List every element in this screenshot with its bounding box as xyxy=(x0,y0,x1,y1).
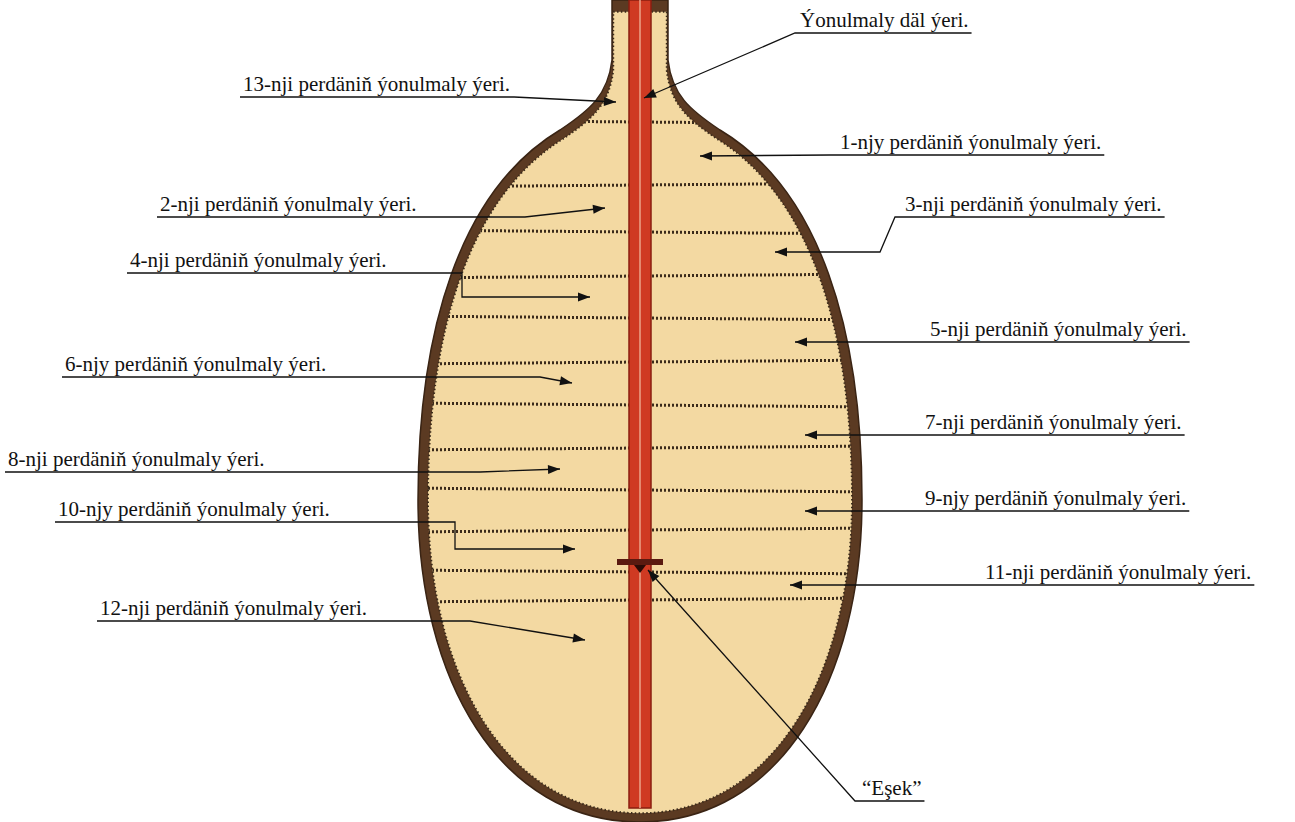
part-label: 13-nji perdäniň ýonulmaly ýeri. xyxy=(243,72,510,96)
arrow-head xyxy=(700,151,712,160)
leader-line xyxy=(700,155,1104,156)
arrow-head xyxy=(559,376,572,385)
leader-line xyxy=(805,434,1185,435)
arrow-head xyxy=(805,431,817,440)
part-label: 10-njy perdäniň ýonulmaly ýeri. xyxy=(58,497,330,521)
leader-line xyxy=(97,621,585,640)
arrow-head xyxy=(563,545,575,554)
leader-line xyxy=(127,273,590,297)
part-label: 11-nji perdäniň ýonulmaly ýeri. xyxy=(985,560,1251,584)
leader-line xyxy=(62,377,572,383)
leader-line xyxy=(648,570,924,801)
part-label: 2-nji perdäniň ýonulmaly ýeri. xyxy=(160,192,417,216)
leader-line xyxy=(795,341,1190,342)
part-label: 4-nji perdäniň ýonulmaly ýeri. xyxy=(130,248,387,272)
arrow-head xyxy=(805,507,817,516)
leader-line xyxy=(775,217,1165,252)
part-label: 6-njy perdäniň ýonulmaly ýeri. xyxy=(65,352,326,376)
arrow-head xyxy=(578,293,590,302)
leader-line xyxy=(240,97,616,102)
string-band xyxy=(629,0,651,808)
arrow-head xyxy=(604,97,616,106)
leader-line xyxy=(790,584,1254,585)
string-highlight xyxy=(639,0,641,808)
arrow-head xyxy=(775,248,787,257)
part-label: 8-nji perdäniň ýonulmaly ýeri. xyxy=(8,447,265,471)
part-label: 12-nji perdäniň ýonulmaly ýeri. xyxy=(100,596,367,620)
arrow-head xyxy=(593,205,605,214)
arrow-head xyxy=(572,634,585,643)
arrow-head xyxy=(548,465,560,474)
part-label: 5-nji perdäniň ýonulmaly ýeri. xyxy=(930,317,1187,341)
part-label: 1-njy perdäniň ýonulmaly ýeri. xyxy=(840,130,1101,154)
arrow-head xyxy=(790,581,802,590)
string-strip xyxy=(629,0,651,808)
leader-line xyxy=(805,510,1189,511)
part-label: 3-nji perdäniň ýonulmaly ýeri. xyxy=(905,192,1162,216)
leader-line xyxy=(55,522,575,549)
bridge xyxy=(617,559,663,573)
body-rim xyxy=(418,0,862,822)
part-label: 9-njy perdäniň ýonulmaly ýeri. xyxy=(925,486,1186,510)
part-label: Ýonulmaly däl ýeri. xyxy=(800,8,969,32)
arrow-head xyxy=(648,570,659,582)
leader-line xyxy=(644,33,972,98)
part-label: “Eşek” xyxy=(862,776,921,800)
arrow-head xyxy=(644,89,657,98)
part-label: 7-nji perdäniň ýonulmaly ýeri. xyxy=(925,410,1182,434)
bridge-bar xyxy=(617,559,663,565)
arrow-head xyxy=(795,338,807,347)
bridge-foot xyxy=(634,565,646,573)
